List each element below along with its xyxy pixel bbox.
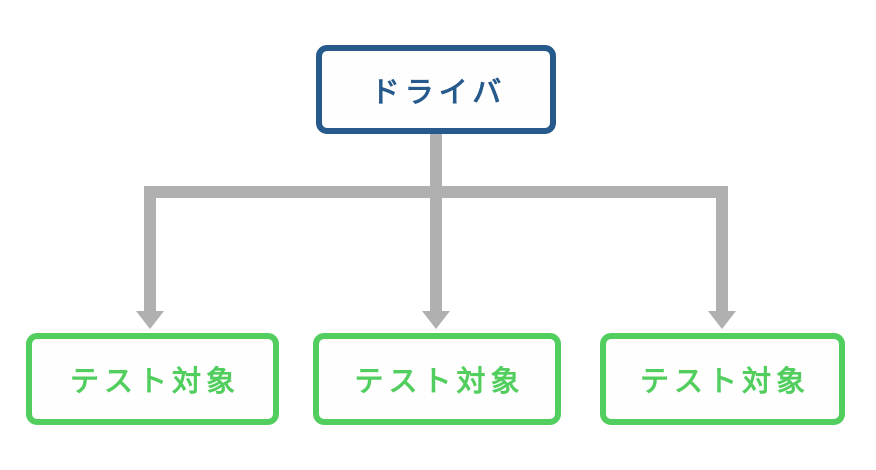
test-target-node-2: テスト対象 (313, 333, 561, 425)
test-target-node-3: テスト対象 (600, 333, 845, 425)
driver-label: ドライバ (370, 76, 507, 109)
test-target-label: テスト対象 (69, 366, 240, 398)
connector-vertical-left (144, 186, 156, 312)
arrow-down-icon (708, 311, 736, 329)
connector-vertical-right (716, 186, 728, 312)
arrow-down-icon (422, 311, 450, 329)
test-target-node-1: テスト対象 (26, 333, 279, 425)
driver-node: ドライバ (316, 45, 556, 134)
arrow-down-icon (136, 311, 164, 329)
test-target-label: テスト対象 (354, 366, 525, 398)
test-target-label: テスト対象 (639, 366, 810, 398)
connector-vertical-middle (430, 134, 442, 312)
connector-horizontal-bar (144, 186, 728, 198)
